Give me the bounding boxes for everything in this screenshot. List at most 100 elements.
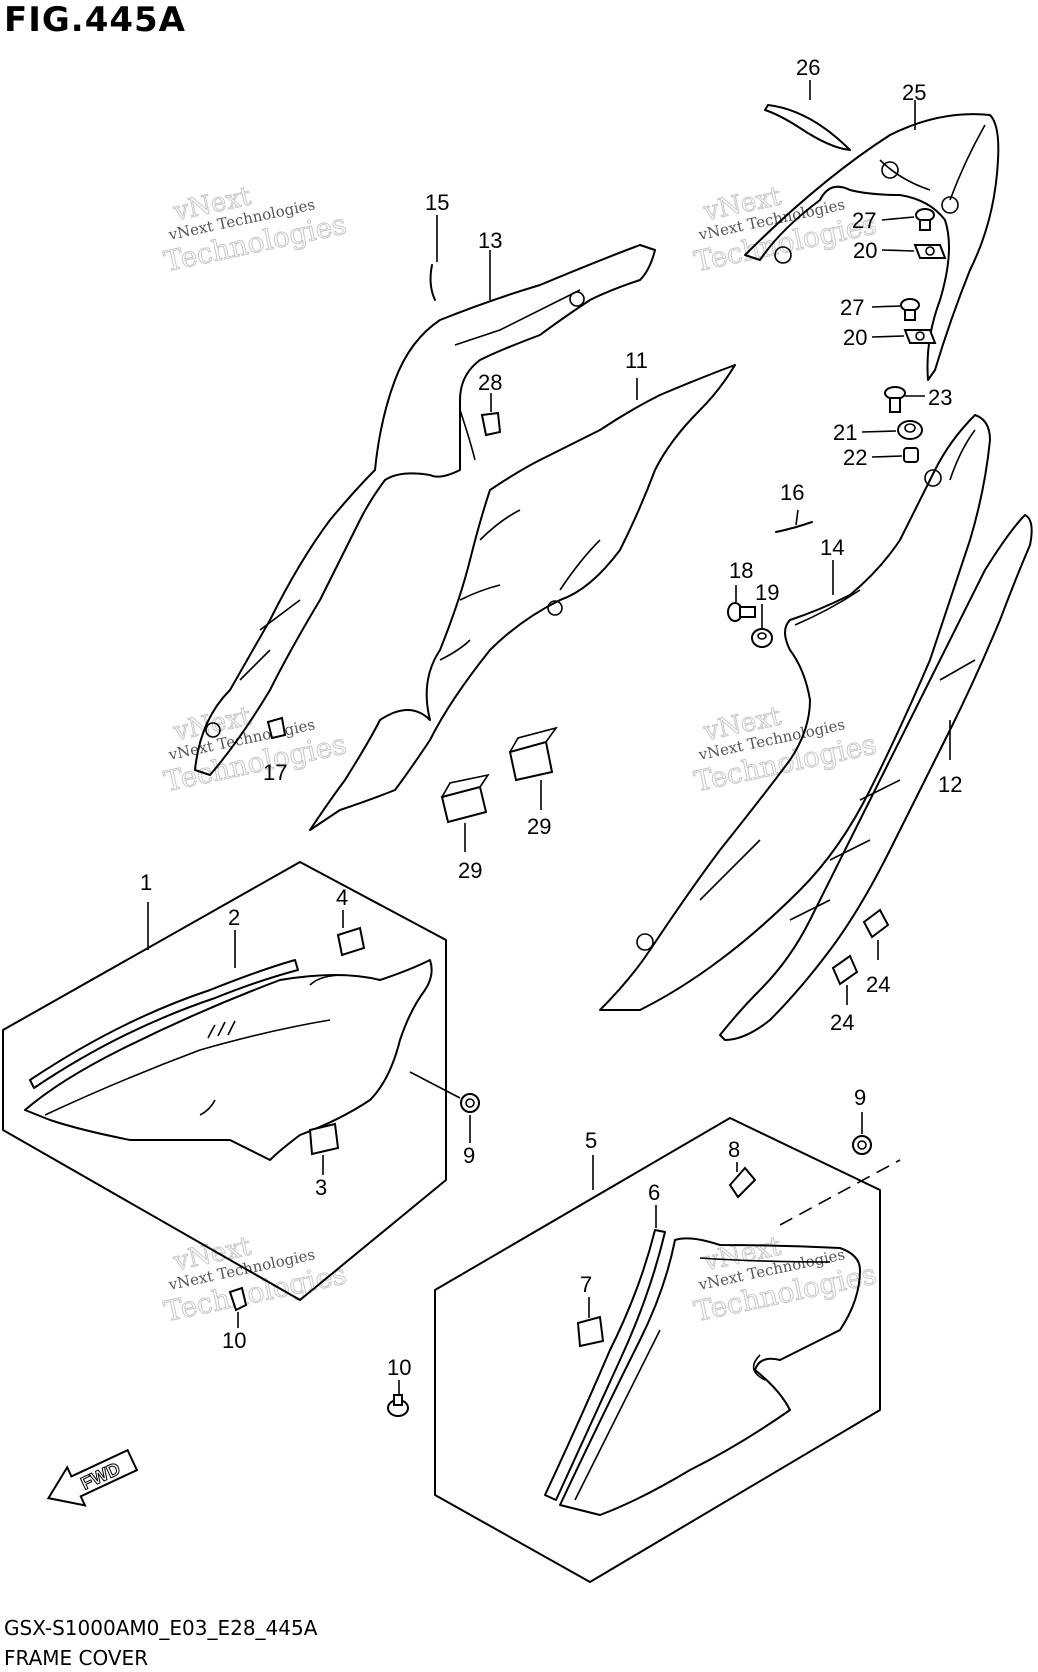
box-5-outline (434, 1117, 881, 1583)
callout-19: 19 (755, 580, 779, 605)
part-25-hole-c (774, 246, 792, 264)
callout-27b: 27 (840, 295, 864, 320)
callout-22: 22 (843, 445, 867, 470)
part-25-detail (879, 124, 986, 201)
fastener-10b (387, 1394, 409, 1417)
callout-6: 6 (648, 1180, 660, 1205)
fastener-21 (897, 420, 923, 440)
part-2-shape (29, 959, 299, 1089)
part-24-label-a (862, 908, 890, 939)
callout-5: 5 (585, 1128, 597, 1153)
callout-28: 28 (478, 370, 502, 395)
part-14-hole-b (924, 469, 942, 487)
fastener-18 (727, 602, 756, 622)
leader-9a-link (409, 1071, 461, 1099)
callout-14: 14 (820, 535, 844, 560)
part-15-shape (429, 264, 436, 301)
callout-8: 8 (728, 1137, 740, 1162)
figure-title: FIG.445A (4, 0, 186, 40)
callout-20b: 20 (843, 325, 867, 350)
callout-9a: 9 (463, 1143, 475, 1168)
callout-10b: 10 (387, 1355, 411, 1380)
callout-21: 21 (833, 420, 857, 445)
part-13-inner (239, 289, 581, 681)
part-17-clip (266, 716, 287, 740)
part-28-clip (480, 411, 502, 437)
part-1-inner (44, 974, 346, 1116)
fastener-19 (751, 628, 773, 648)
fastener-9b (852, 1135, 872, 1155)
callout-29a: 29 (458, 858, 482, 883)
watermark-4: vNext Technologies vNext Technologies (691, 701, 880, 799)
watermarks: vNext Technologies vNext Technologies vN… (161, 181, 880, 1329)
fastener-23 (884, 386, 906, 413)
callout-16: 16 (780, 480, 804, 505)
fastener-22 (903, 447, 919, 463)
callout-9b: 9 (854, 1085, 866, 1110)
callout-12: 12 (938, 772, 962, 797)
part-25-hole-a (881, 161, 899, 179)
watermark-3: vNext Technologies vNext Technologies (161, 701, 350, 799)
callout-24a: 24 (866, 972, 890, 997)
part-6-shape (544, 1229, 666, 1501)
part-25-shape (744, 113, 1000, 381)
box-1-outline (2, 861, 447, 1301)
callout-24b: 24 (830, 1010, 854, 1035)
callout-1: 1 (140, 870, 152, 895)
fastener-27b (900, 298, 920, 321)
part-3-label (308, 1122, 340, 1156)
callout-27a: 27 (852, 208, 876, 233)
fastener-20b (903, 329, 937, 344)
fastener-10a (228, 1286, 248, 1312)
part-29-block-b (508, 726, 558, 782)
callout-29b: 29 (527, 814, 551, 839)
callout-4: 4 (336, 885, 348, 910)
callout-3: 3 (315, 1175, 327, 1200)
small-leaders (735, 216, 925, 628)
part-29-block-a (440, 773, 490, 824)
figure-caption: FRAME COVER (4, 1646, 149, 1670)
part-12-inner (789, 659, 976, 921)
part-1-flutes (207, 1020, 236, 1039)
callout-2: 2 (228, 905, 240, 930)
part-16-shape (775, 521, 813, 533)
callout-13: 13 (478, 228, 502, 253)
callout-17: 17 (263, 760, 287, 785)
watermark-2: vNext Technologies vNext Technologies (691, 181, 880, 279)
callout-25: 25 (902, 80, 926, 105)
fastener-9a (460, 1093, 480, 1113)
fwd-arrow-icon: FWD (46, 1448, 139, 1507)
callout-15: 15 (425, 190, 449, 215)
part-12-shape (719, 514, 1033, 1041)
part-13-shape (194, 244, 656, 776)
part-13-hole-b (205, 722, 221, 738)
callout-7: 7 (580, 1272, 592, 1297)
fastener-20a (913, 244, 947, 259)
leader-5-dash (779, 1159, 901, 1226)
part-5-shape (559, 1237, 861, 1516)
watermark-1: vNext Technologies vNext Technologies (161, 181, 350, 279)
callout-23: 23 (928, 385, 952, 410)
part-7-label (576, 1315, 605, 1348)
fastener-27a (915, 208, 935, 231)
part-24-label-b (831, 954, 859, 986)
part-4-label (336, 926, 366, 957)
callout-labels: 1 2 3 4 5 6 7 8 9 9 10 10 11 12 13 14 15… (140, 55, 962, 1380)
model-code: GSX-S1000AM0_E03_E28_445A (4, 1616, 318, 1640)
part-5-inner (574, 1257, 831, 1501)
part-14-hole (636, 933, 654, 951)
part-1-shape (24, 959, 433, 1161)
part-25-hole-b (941, 196, 959, 214)
part-8-label (728, 1166, 757, 1199)
part-11-hole (547, 600, 563, 616)
part-13-hole (569, 291, 585, 307)
callout-26: 26 (796, 55, 820, 80)
part-11-inner (439, 509, 601, 661)
callout-10a: 10 (222, 1328, 246, 1353)
callout-20a: 20 (853, 238, 877, 263)
callout-11: 11 (625, 348, 648, 373)
part-14-inner (699, 429, 976, 901)
part-26-shape (764, 104, 851, 151)
callout-18: 18 (729, 558, 753, 583)
